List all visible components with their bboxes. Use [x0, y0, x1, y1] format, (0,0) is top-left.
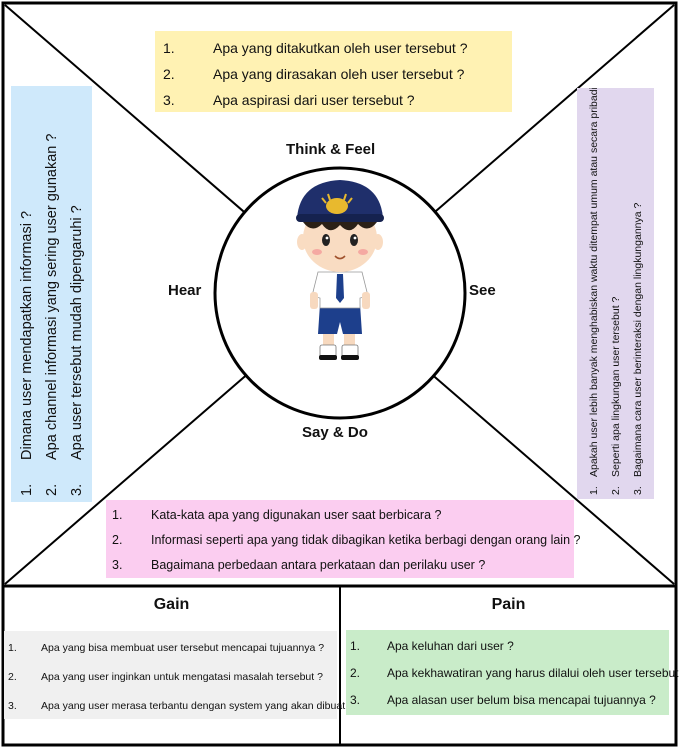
item-number: 2.	[163, 66, 175, 82]
item-text: Kata-kata apa yang digunakan user saat b…	[151, 507, 442, 522]
list-item: 1. Dimana user mendapatkan informasi ?	[14, 86, 39, 502]
item-text: Bagaimana perbedaan antara perkataan dan…	[151, 557, 486, 572]
list-item: 1. Kata-kata apa yang digunakan user saa…	[106, 502, 574, 527]
hear-questions-box: 1. Dimana user mendapatkan informasi ? 2…	[11, 86, 92, 502]
list-item: 2. Apa yang user inginkan untuk mengatas…	[4, 662, 337, 691]
item-text: Apa yang user merasa terbantu dengan sys…	[41, 699, 354, 712]
item-number: 1.	[112, 507, 123, 522]
item-number: 1.	[350, 638, 361, 653]
see-label: See	[469, 282, 496, 299]
see-questions-box: 1. Apakah user lebih banyak menghabiskan…	[577, 88, 654, 499]
see-questions-list: 1. Apakah user lebih banyak menghabiskan…	[577, 88, 654, 499]
list-item: 3. Apa yang user merasa terbantu dengan …	[4, 691, 354, 720]
item-text: Dimana user mendapatkan informasi ?	[18, 210, 35, 460]
list-item: 3. Apa aspirasi dari user tersebut ?	[155, 87, 512, 113]
list-item: 3. Bagaimana perbedaan antara perkataan …	[106, 552, 574, 577]
item-number: 1.	[8, 641, 17, 654]
item-number: 2.	[43, 483, 60, 496]
item-number: 2.	[610, 486, 622, 495]
item-text: Apakah user lebih banyak menghabiskan wa…	[588, 88, 600, 477]
list-item: 1. Apa yang ditakutkan oleh user tersebu…	[155, 35, 512, 61]
list-item: 2. Apa yang dirasakan oleh user tersebut…	[155, 61, 512, 87]
item-text: Bagaimana cara user berinteraksi dengan …	[632, 202, 644, 477]
item-number: 3.	[632, 486, 644, 495]
item-number: 1.	[163, 40, 175, 56]
item-text: Apa yang ditakutkan oleh user tersebut ?	[213, 40, 468, 56]
item-number: 3.	[68, 483, 85, 496]
item-number: 1.	[588, 486, 600, 495]
item-number: 2.	[112, 532, 123, 547]
gain-questions-box: 1. Apa yang bisa membuat user tersebut m…	[4, 631, 354, 720]
say-do-questions-box: 1. Kata-kata apa yang digunakan user saa…	[106, 500, 580, 578]
item-text: Apa keluhan dari user ?	[387, 638, 514, 653]
list-item: 3. Apa alasan user belum bisa mencapai t…	[346, 686, 669, 713]
hear-questions-list: 1. Dimana user mendapatkan informasi ? 2…	[11, 86, 92, 502]
gain-title: Gain	[153, 596, 190, 613]
item-text: Apa yang user inginkan untuk mengatasi m…	[41, 670, 323, 683]
user-avatar-icon	[296, 180, 384, 360]
item-text: Apa channel informasi yang sering user g…	[43, 133, 60, 460]
list-item: 1. Apakah user lebih banyak menghabiskan…	[583, 88, 605, 499]
list-item: 3. Apa user tersebut mudah dipengaruhi ?	[64, 86, 89, 502]
item-number: 3.	[350, 692, 361, 707]
item-text: Informasi seperti apa yang tidak dibagik…	[151, 532, 581, 547]
pain-questions-box: 1. Apa keluhan dari user ? 2. Apa kekhaw…	[346, 630, 681, 715]
item-number: 3.	[8, 699, 17, 712]
pain-title: Pain	[491, 596, 526, 613]
list-item: 2. Informasi seperti apa yang tidak diba…	[106, 527, 580, 552]
item-text: Seperti apa lingkungan user tersebut ?	[610, 296, 622, 477]
hear-label: Hear	[168, 282, 202, 299]
item-text: Apa aspirasi dari user tersebut ?	[213, 92, 415, 108]
think-feel-label: Think & Feel	[286, 141, 376, 158]
item-text: Apa yang bisa membuat user tersebut menc…	[41, 641, 325, 654]
item-text: Apa yang dirasakan oleh user tersebut ?	[213, 66, 465, 82]
list-item: 2. Apa channel informasi yang sering use…	[39, 86, 64, 502]
say-do-label: Say & Do	[302, 424, 368, 441]
item-number: 2.	[8, 670, 17, 683]
item-number: 2.	[350, 665, 361, 680]
list-item: 1. Apa keluhan dari user ?	[346, 632, 669, 659]
item-number: 3.	[112, 557, 123, 572]
item-number: 3.	[163, 92, 175, 108]
think-feel-questions-box: 1. Apa yang ditakutkan oleh user tersebu…	[155, 31, 512, 112]
item-text: Apa user tersebut mudah dipengaruhi ?	[68, 205, 85, 460]
list-item: 2. Seperti apa lingkungan user tersebut …	[605, 88, 627, 499]
list-item: 3. Bagaimana cara user berinteraksi deng…	[627, 88, 649, 499]
list-item: 2. Apa kekhawatiran yang harus dilalui o…	[346, 659, 681, 686]
item-number: 1.	[18, 483, 35, 496]
item-text: Apa alasan user belum bisa mencapai tuju…	[387, 692, 656, 707]
list-item: 1. Apa yang bisa membuat user tersebut m…	[4, 633, 337, 662]
item-text: Apa kekhawatiran yang harus dilalui oleh…	[387, 665, 681, 680]
